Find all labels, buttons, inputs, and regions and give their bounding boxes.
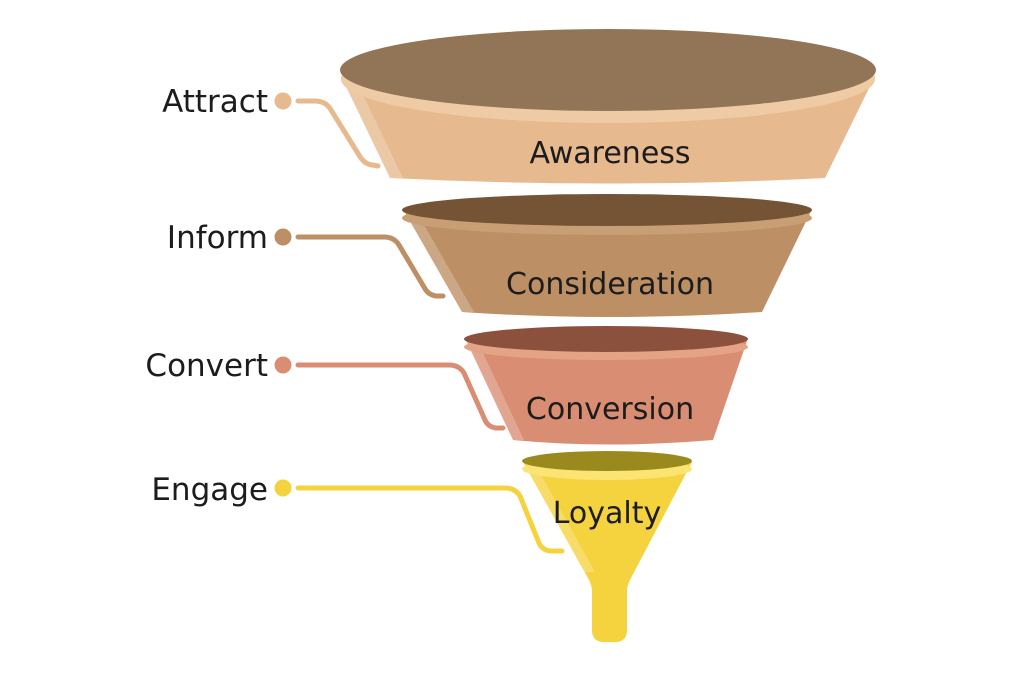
- connector-attract: [274, 92, 381, 169]
- funnel-stage-conversion: Conversion: [464, 326, 748, 445]
- convert-dot: [274, 356, 292, 374]
- action-label-engage: Engage: [151, 472, 268, 508]
- stage-label-loyalty: Loyalty: [553, 496, 662, 531]
- engage-line: [295, 485, 565, 554]
- stage-label-conversion: Conversion: [526, 392, 694, 427]
- connector-convert: [274, 356, 506, 431]
- inform-line: [295, 234, 446, 299]
- consideration-top-ellipse: [402, 194, 812, 226]
- funnel-stage-consideration: Consideration: [402, 194, 812, 317]
- consideration-left-highlight: [403, 209, 474, 312]
- conversion-top-ellipse: [464, 326, 748, 352]
- connector-inform: [274, 228, 446, 299]
- conversion-body: [465, 338, 748, 445]
- stage-label-consideration: Consideration: [506, 267, 714, 302]
- action-label-attract: Attract: [162, 84, 268, 120]
- funnel-stage-awareness: Awareness: [340, 29, 876, 184]
- loyalty-left-highlight: [523, 462, 595, 572]
- conversion-left-highlight: [465, 338, 524, 440]
- connector-engage: [274, 479, 565, 554]
- awareness-top-ellipse: [340, 29, 876, 111]
- stage-label-awareness: Awareness: [529, 136, 690, 171]
- attract-dot: [274, 92, 292, 110]
- consideration-body: [403, 209, 812, 317]
- convert-line: [295, 362, 506, 431]
- engage-dot: [274, 479, 292, 497]
- loyalty-body: [523, 462, 692, 642]
- inform-dot: [274, 228, 292, 246]
- action-label-inform: Inform: [167, 220, 268, 256]
- awareness-left-highlight: [341, 76, 403, 178]
- loyalty-top-ellipse: [522, 451, 692, 471]
- attract-line: [295, 98, 381, 169]
- action-label-convert: Convert: [145, 348, 268, 384]
- funnel-stage-loyalty: Loyalty: [522, 451, 692, 642]
